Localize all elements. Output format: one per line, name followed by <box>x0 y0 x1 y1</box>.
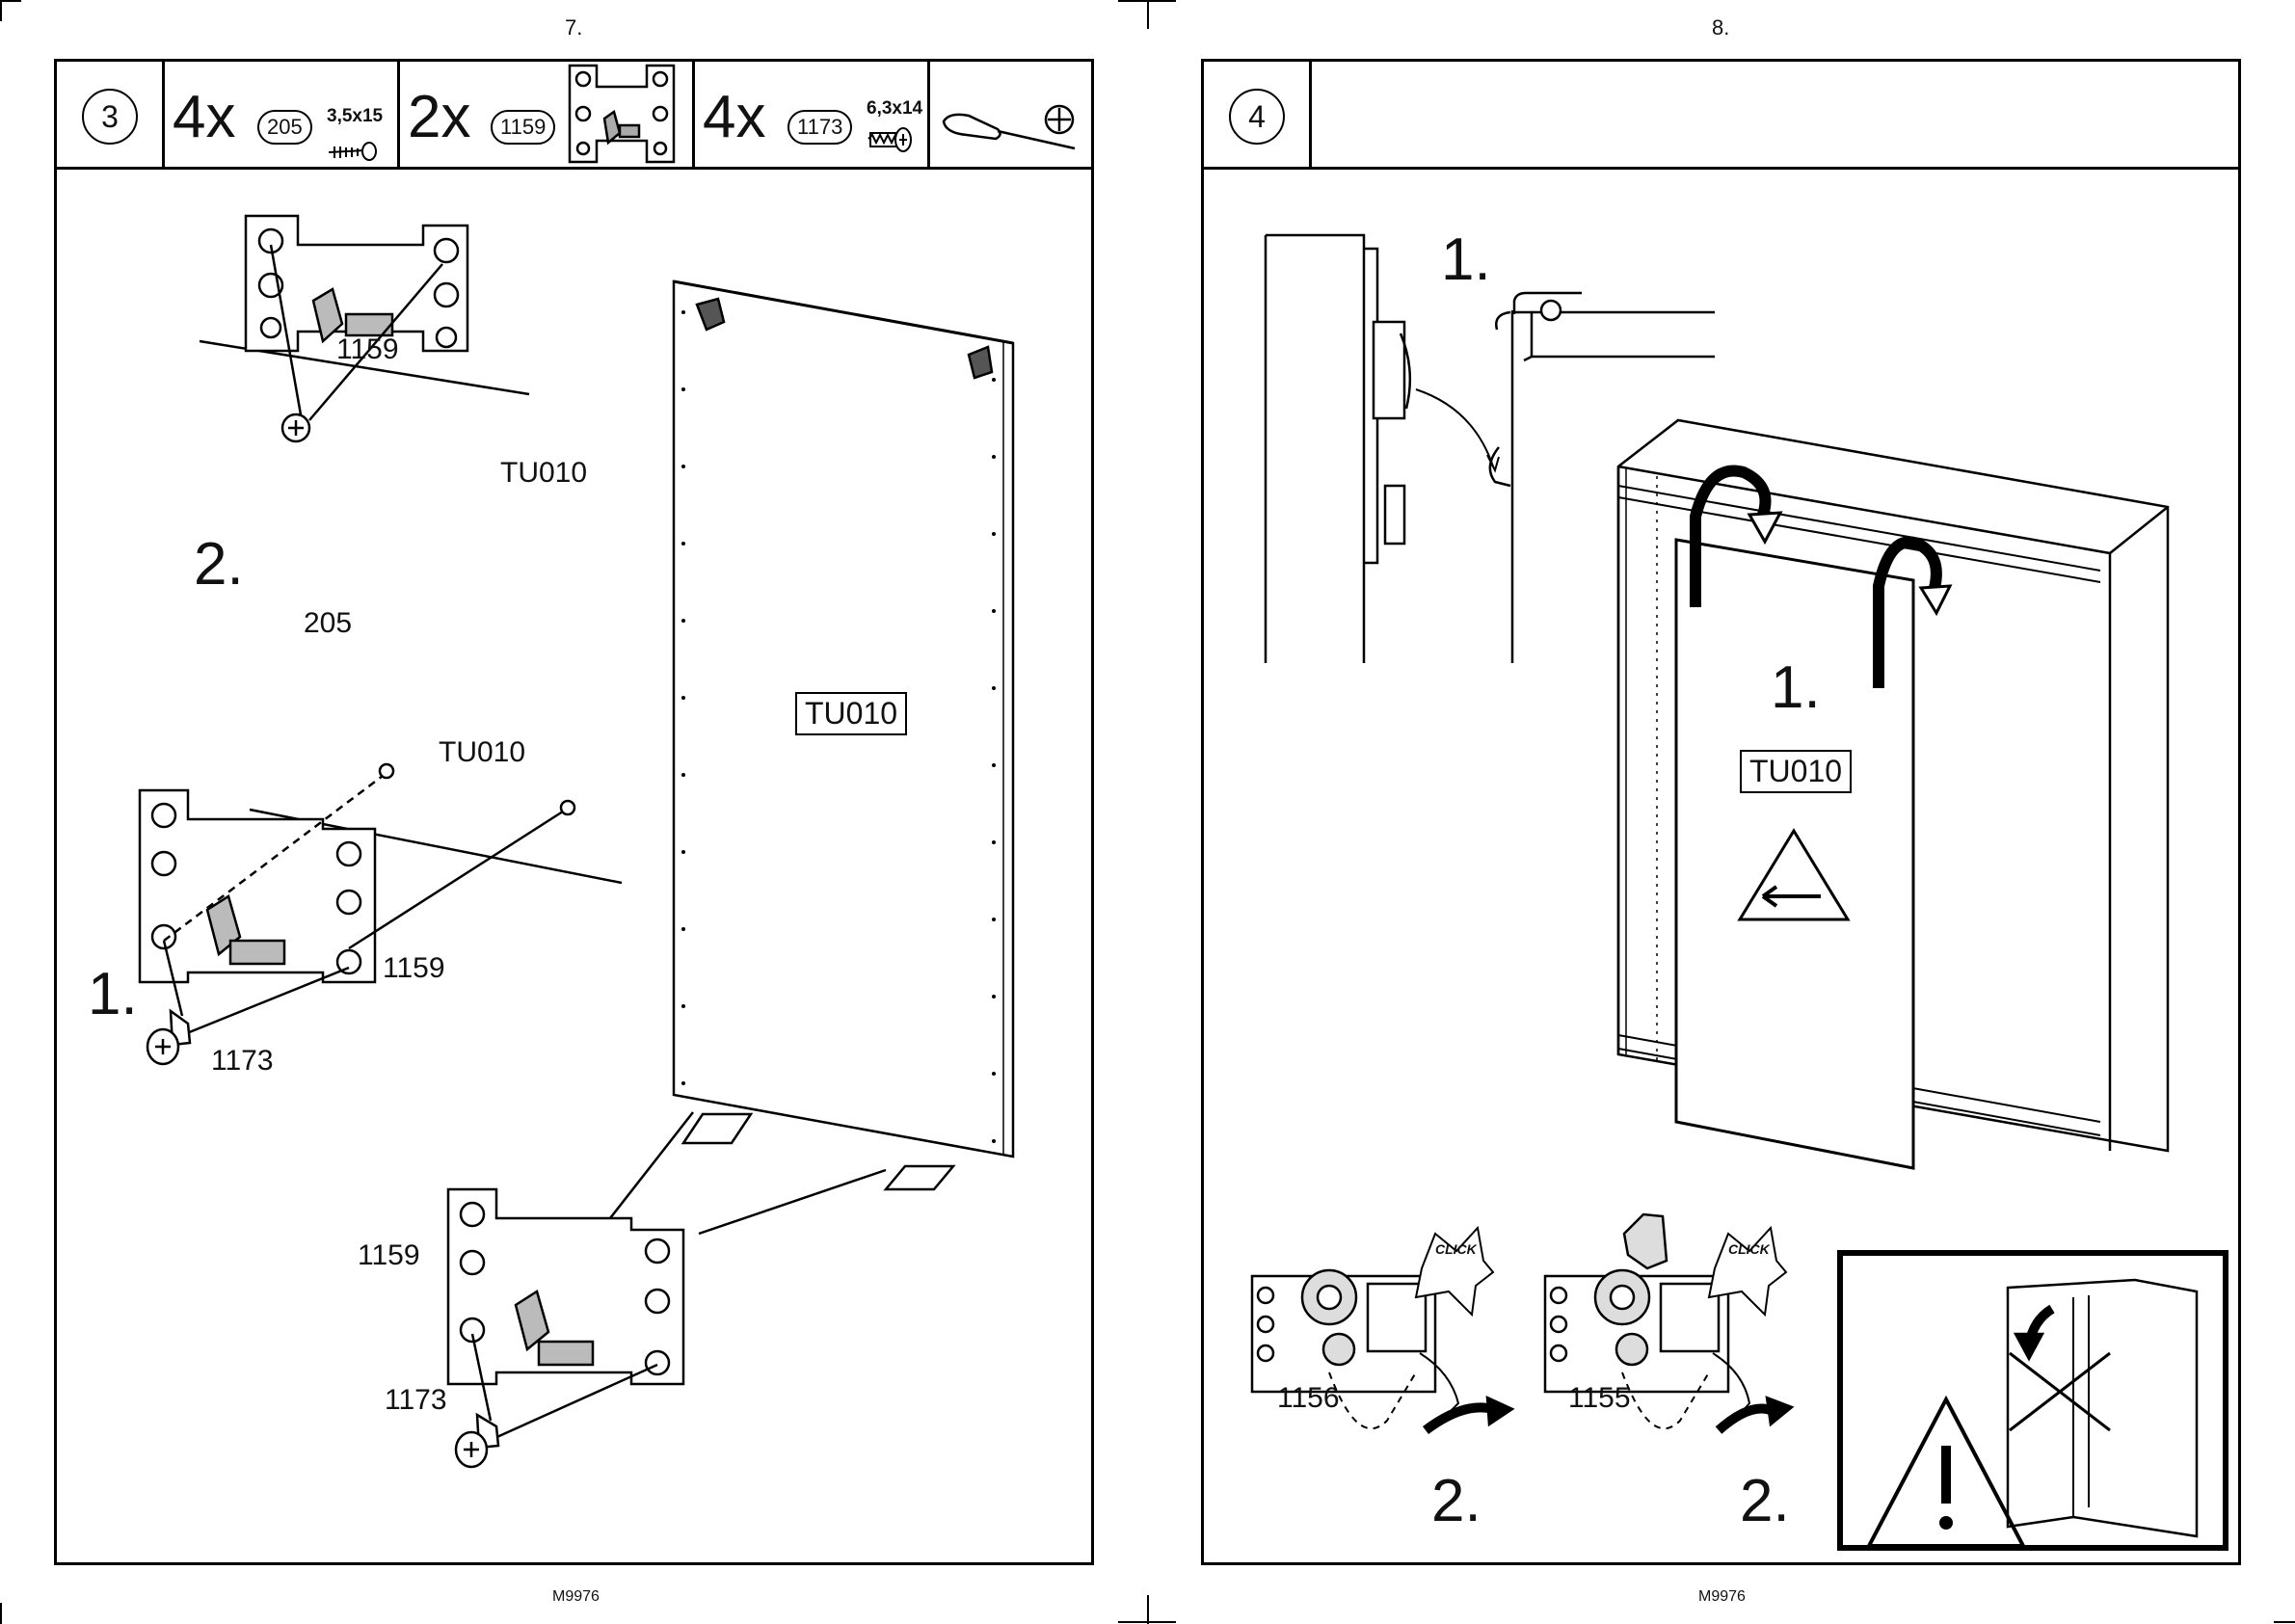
roller-label-1156: 1156 <box>1277 1382 1340 1415</box>
document-code: M9976 <box>552 1588 600 1606</box>
bracket-label-top: 1159 <box>336 333 399 366</box>
door-hanging-illustration <box>1204 62 2238 1562</box>
crop-mark <box>1118 0 1176 2</box>
door-step-label: 1. <box>1771 653 1821 722</box>
crop-mark <box>0 0 2 21</box>
panel-label-mid: TU010 <box>439 736 525 769</box>
crop-mark <box>2274 1621 2295 1623</box>
crop-mark <box>1118 1621 1176 1623</box>
step-label-two: 2. <box>194 530 244 599</box>
crop-mark <box>1147 0 1149 29</box>
page-number: 8. <box>1712 15 1729 40</box>
step-4-panel: 4 <box>1201 59 2241 1565</box>
click-label: CLICK <box>1435 1241 1477 1257</box>
step-two-label-left: 2. <box>1431 1467 1481 1535</box>
door-label: TU010 <box>1740 750 1852 793</box>
page-number: 7. <box>565 15 582 40</box>
crop-mark <box>1147 1595 1149 1624</box>
step-two-label-right: 2. <box>1740 1467 1790 1535</box>
bracket-label-bottom: 1159 <box>358 1239 420 1272</box>
bracket-label-mid: 1159 <box>383 952 445 985</box>
crop-mark <box>0 0 21 2</box>
door-label: TU010 <box>795 692 907 735</box>
crop-mark <box>0 1603 2 1624</box>
hook-step-label: 1. <box>1441 226 1491 294</box>
dowel-label-bottom: 1173 <box>385 1384 447 1417</box>
step-label-one: 1. <box>88 960 138 1028</box>
dowel-label-mid: 1173 <box>211 1045 274 1078</box>
roller-label-1155: 1155 <box>1568 1382 1631 1415</box>
click-label: CLICK <box>1728 1241 1770 1257</box>
panel-label-top: TU010 <box>500 457 587 490</box>
document-code: M9976 <box>1698 1588 1746 1606</box>
screw-label: 205 <box>304 607 352 640</box>
assembly-illustration <box>57 62 1091 1562</box>
step-3-panel: 3 4x 205 3,5x15 2x 1159 <box>54 59 1094 1565</box>
